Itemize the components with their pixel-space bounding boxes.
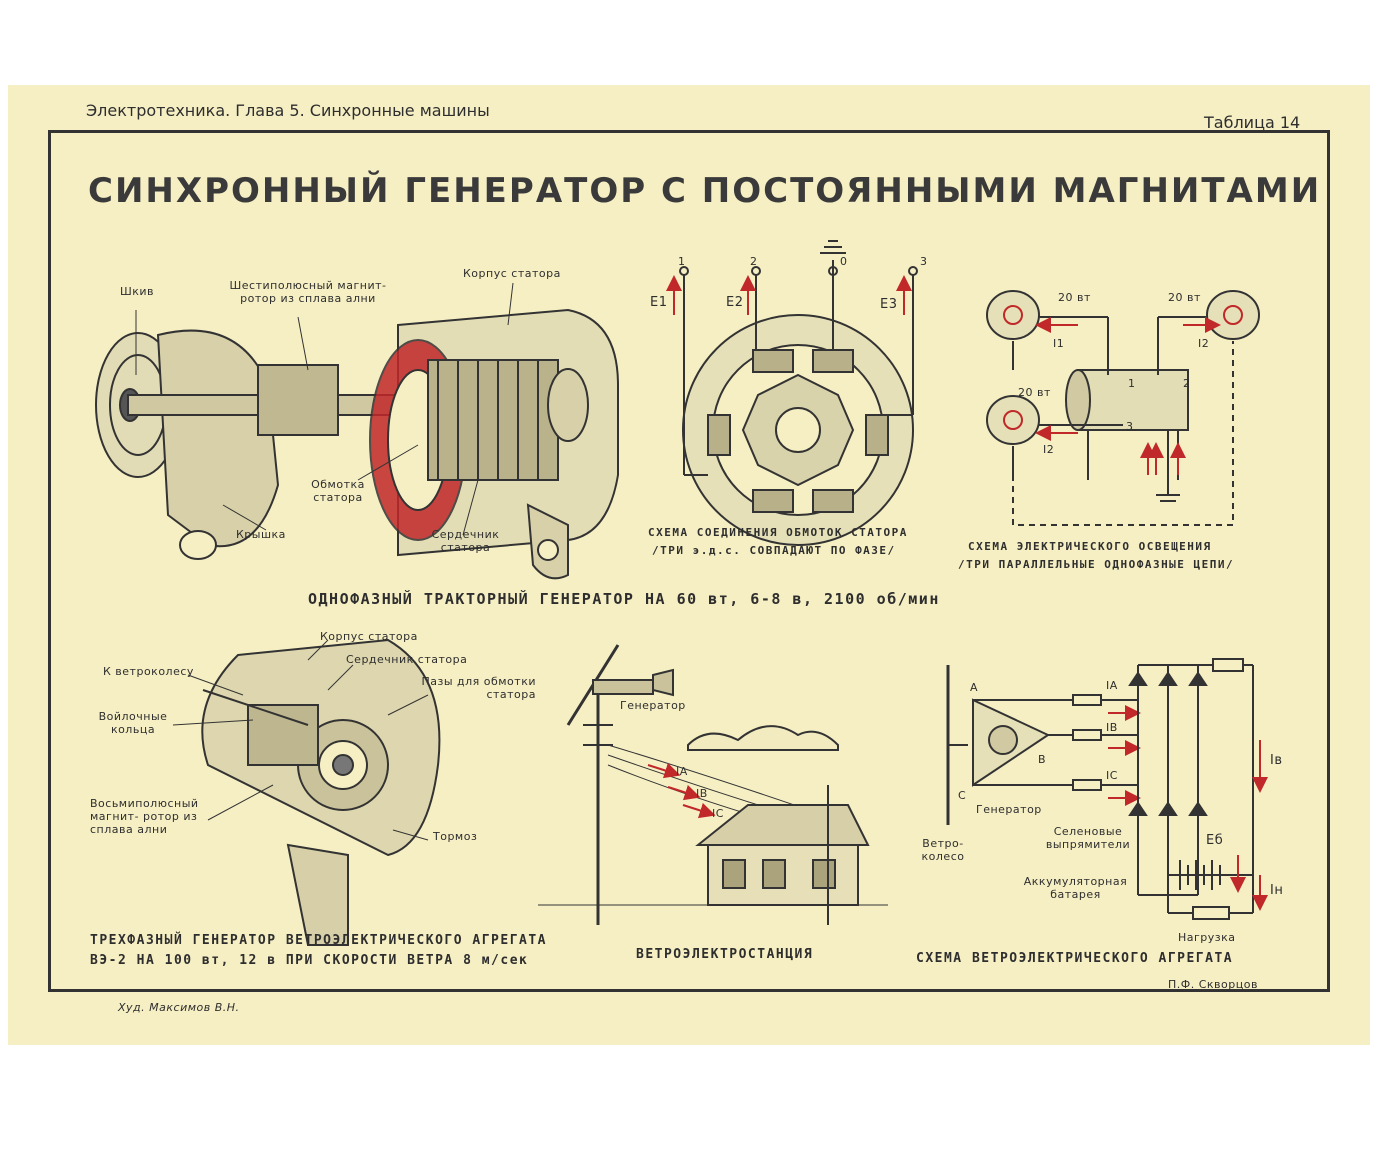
- emf-e1: E1: [650, 295, 668, 310]
- label-wind-rotor: Восьмиполюсный магнит- ротор из сплава а…: [90, 797, 199, 836]
- current-ih: Iн: [1270, 883, 1284, 898]
- tractor-generator-drawing: [95, 282, 619, 580]
- current-ib-total: Iв: [1270, 753, 1283, 768]
- label-stator-core: Сердечник статора: [431, 528, 500, 554]
- label-stator-winding: Обмотка статора: [311, 478, 365, 504]
- label-brake: Тормоз: [433, 830, 478, 843]
- gen-terminal-1: 1: [1128, 377, 1136, 390]
- label-pulley: Шкив: [120, 285, 155, 298]
- unit-current-ic: IC: [1106, 769, 1118, 782]
- label-cover: Крышка: [236, 528, 286, 541]
- gen-terminal-2: 2: [1183, 377, 1191, 390]
- label-to-wheel: К ветроколесу: [103, 665, 194, 678]
- station-current-ib: IB: [696, 787, 708, 800]
- unit-current-ib: IB: [1106, 721, 1118, 734]
- winding-scheme-drawing: [666, 240, 918, 546]
- author-credit: П.Ф. Скворцов: [1168, 978, 1258, 991]
- poster-sheet: Электротехника. Глава 5. Синхронные маши…: [8, 85, 1370, 1045]
- terminal-2: 2: [750, 255, 758, 268]
- emf-eb: Eб: [1206, 833, 1224, 848]
- label-wind-housing: Корпус статора: [320, 630, 418, 643]
- lamp-label-2: 20 вт: [1168, 291, 1201, 304]
- wind-generator-drawing: [172, 638, 441, 946]
- wind-station-caption: ВЕТРОЭЛЕКТРОСТАНЦИЯ: [636, 947, 814, 962]
- poster-illustrations: [95, 240, 1268, 946]
- label-wind-wheel: Ветро- колесо: [921, 837, 965, 863]
- lighting-caption-line2: /ТРИ ПАРАЛЛЕЛЬНЫЕ ОДНОФАЗНЫЕ ЦЕПИ/: [958, 558, 1235, 571]
- wind-station-drawing: [538, 644, 888, 925]
- winding-caption-line2: /ТРИ э.д.с. СОВПАДАЮТ ПО ФАЗЕ/: [652, 544, 896, 557]
- lighting-caption-line1: СХЕМА ЭЛЕКТРИЧЕСКОГО ОСВЕЩЕНИЯ: [968, 540, 1212, 553]
- label-unit-generator: Генератор: [976, 803, 1042, 816]
- emf-e3: E3: [880, 297, 898, 312]
- label-stator-housing: Корпус статора: [463, 267, 561, 280]
- wind-unit-caption: СХЕМА ВЕТРОЭЛЕКТРИЧЕСКОГО АГРЕГАТА: [916, 951, 1234, 966]
- table-number: Таблица 14: [1204, 113, 1301, 132]
- label-battery: Аккумуляторная батарея: [1023, 875, 1128, 901]
- poster-frame: [48, 130, 1330, 992]
- lamp-label-1: 20 вт: [1058, 291, 1091, 304]
- station-current-ia: IA: [676, 765, 688, 778]
- current-i1: I1: [1053, 337, 1065, 350]
- current-i2-top: I2: [1198, 337, 1210, 350]
- label-slots: Пазы для обмотки статора: [421, 675, 536, 701]
- emf-e2: E2: [726, 295, 744, 310]
- gen-terminal-3: 3: [1126, 420, 1134, 433]
- label-wind-core: Сердечник статора: [346, 653, 468, 666]
- lighting-scheme-drawing: [986, 290, 1260, 526]
- tractor-generator-caption: ОДНОФАЗНЫЙ ТРАКТОРНЫЙ ГЕНЕРАТОР НА 60 вт…: [308, 590, 940, 608]
- label-felt-rings: Войлочные кольца: [98, 710, 168, 736]
- phase-b: B: [1038, 753, 1047, 766]
- wind-unit-scheme-drawing: [946, 658, 1268, 920]
- label-load: Нагрузка: [1178, 931, 1236, 944]
- chapter-heading: Электротехника. Глава 5. Синхронные маши…: [86, 101, 490, 120]
- phase-c: C: [958, 789, 967, 802]
- phase-a: A: [970, 681, 979, 694]
- poster-title: СИНХРОННЫЙ ГЕНЕРАТОР С ПОСТОЯННЫМИ МАГНИ…: [88, 171, 1322, 211]
- terminal-1: 1: [678, 255, 686, 268]
- wind-generator-caption-line1: ТРЕХФАЗНЫЙ ГЕНЕРАТОР ВЕТРОЭЛЕКТРИЧЕСКОГО…: [90, 933, 548, 948]
- label-rotor: Шестиполюсный магнит-ротор из сплава алн…: [229, 279, 387, 305]
- artist-credit: Худ. Максимов В.Н.: [118, 1001, 240, 1014]
- label-station-generator: Генератор: [620, 699, 686, 712]
- unit-current-ia: IA: [1106, 679, 1118, 692]
- terminal-3: 3: [920, 255, 928, 268]
- lamp-label-3: 20 вт: [1018, 386, 1051, 399]
- winding-caption-line1: СХЕМА СОЕДИНЕНИЯ ОБМОТОК СТАТОРА: [648, 526, 908, 539]
- label-rectifiers: Селеновые выпрямители: [1045, 825, 1131, 851]
- terminal-0: 0: [840, 255, 848, 268]
- station-current-ic: IC: [712, 807, 724, 820]
- wind-generator-caption-line2: ВЭ-2 НА 100 вт, 12 в ПРИ СКОРОСТИ ВЕТРА …: [90, 953, 529, 968]
- current-i2-bottom: I2: [1043, 443, 1055, 456]
